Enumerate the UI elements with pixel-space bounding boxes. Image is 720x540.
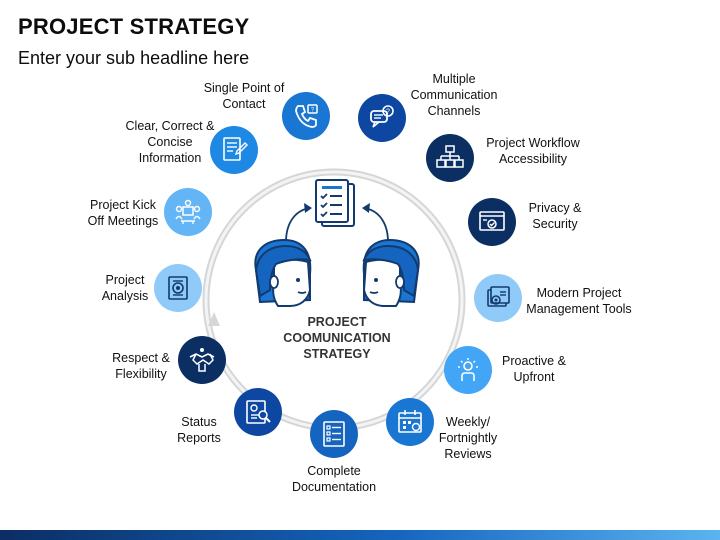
left-arrow-icon — [285, 207, 311, 243]
label-project-analysis: Project Analysis — [101, 273, 149, 303]
node-single-point-of-contact: ? — [282, 92, 330, 140]
checklist-icon — [323, 421, 345, 447]
phone-icon: ? — [295, 104, 318, 128]
node-status-reports — [234, 388, 282, 436]
node-respect-flexibility — [178, 336, 226, 384]
node-project-analysis — [154, 264, 202, 312]
workflow-icon — [436, 145, 464, 168]
label-weekly-fortnightly-reviews: Weekly/ Fortnightly Reviews — [438, 415, 498, 461]
center-label: PROJECT COOMUNICATION STRATEGY — [283, 315, 391, 361]
label-proactive-upfront: Proactive & Upfront — [502, 354, 566, 384]
chat-icon: ? — [370, 105, 394, 128]
calendar-icon — [398, 410, 422, 433]
label-clear-correct-concise-information: Clear, Correct & Concise Information — [125, 119, 215, 165]
left-head-icon — [254, 238, 312, 307]
tools-icon — [487, 286, 510, 307]
center-document-icon — [315, 179, 355, 227]
label-project-workflow-accessibility: Project Workflow Accessibility — [486, 136, 580, 166]
label-project-kick-off-meetings: Project Kick Off Meetings — [87, 198, 159, 228]
label-multiple-communication-channels: Multiple Communication Channels — [410, 72, 498, 118]
node-clear-correct-concise-information — [210, 126, 258, 174]
page-subtitle: Enter your sub headline here — [18, 48, 250, 68]
right-head-icon — [362, 238, 420, 307]
node-modern-project-management-tools — [474, 274, 522, 322]
label-privacy-security: Privacy & Security — [528, 201, 582, 231]
node-multiple-communication-channels: ? — [358, 94, 406, 142]
svg-text:?: ? — [386, 109, 390, 116]
analysis-icon — [168, 276, 188, 300]
label-status-reports: Status Reports — [177, 415, 221, 445]
node-complete-documentation — [310, 410, 358, 458]
page-title: PROJECT STRATEGY — [18, 14, 250, 39]
node-privacy-security — [468, 198, 516, 246]
report-icon — [246, 400, 271, 424]
document-icon — [223, 137, 248, 161]
label-single-point-of-contact: Single Point of Contact — [203, 81, 285, 111]
label-complete-documentation: Complete Documentation — [291, 464, 377, 494]
node-proactive-upfront — [444, 346, 492, 394]
label-modern-project-management-tools: Modern Project Management Tools — [526, 286, 632, 316]
handshake-icon — [189, 348, 215, 372]
node-project-kick-off-meetings — [164, 188, 212, 236]
idea-icon — [458, 358, 478, 381]
ring-arrow-icon — [208, 312, 220, 326]
node-project-workflow-accessibility — [426, 134, 474, 182]
security-icon — [479, 211, 505, 231]
label-respect-flexibility: Respect & Flexibility — [112, 351, 170, 381]
meeting-icon — [175, 199, 201, 224]
bottom-accent-bar — [0, 530, 720, 540]
node-weekly-fortnightly-reviews — [386, 398, 434, 446]
svg-text:?: ? — [311, 108, 315, 114]
right-arrow-icon — [363, 207, 389, 243]
